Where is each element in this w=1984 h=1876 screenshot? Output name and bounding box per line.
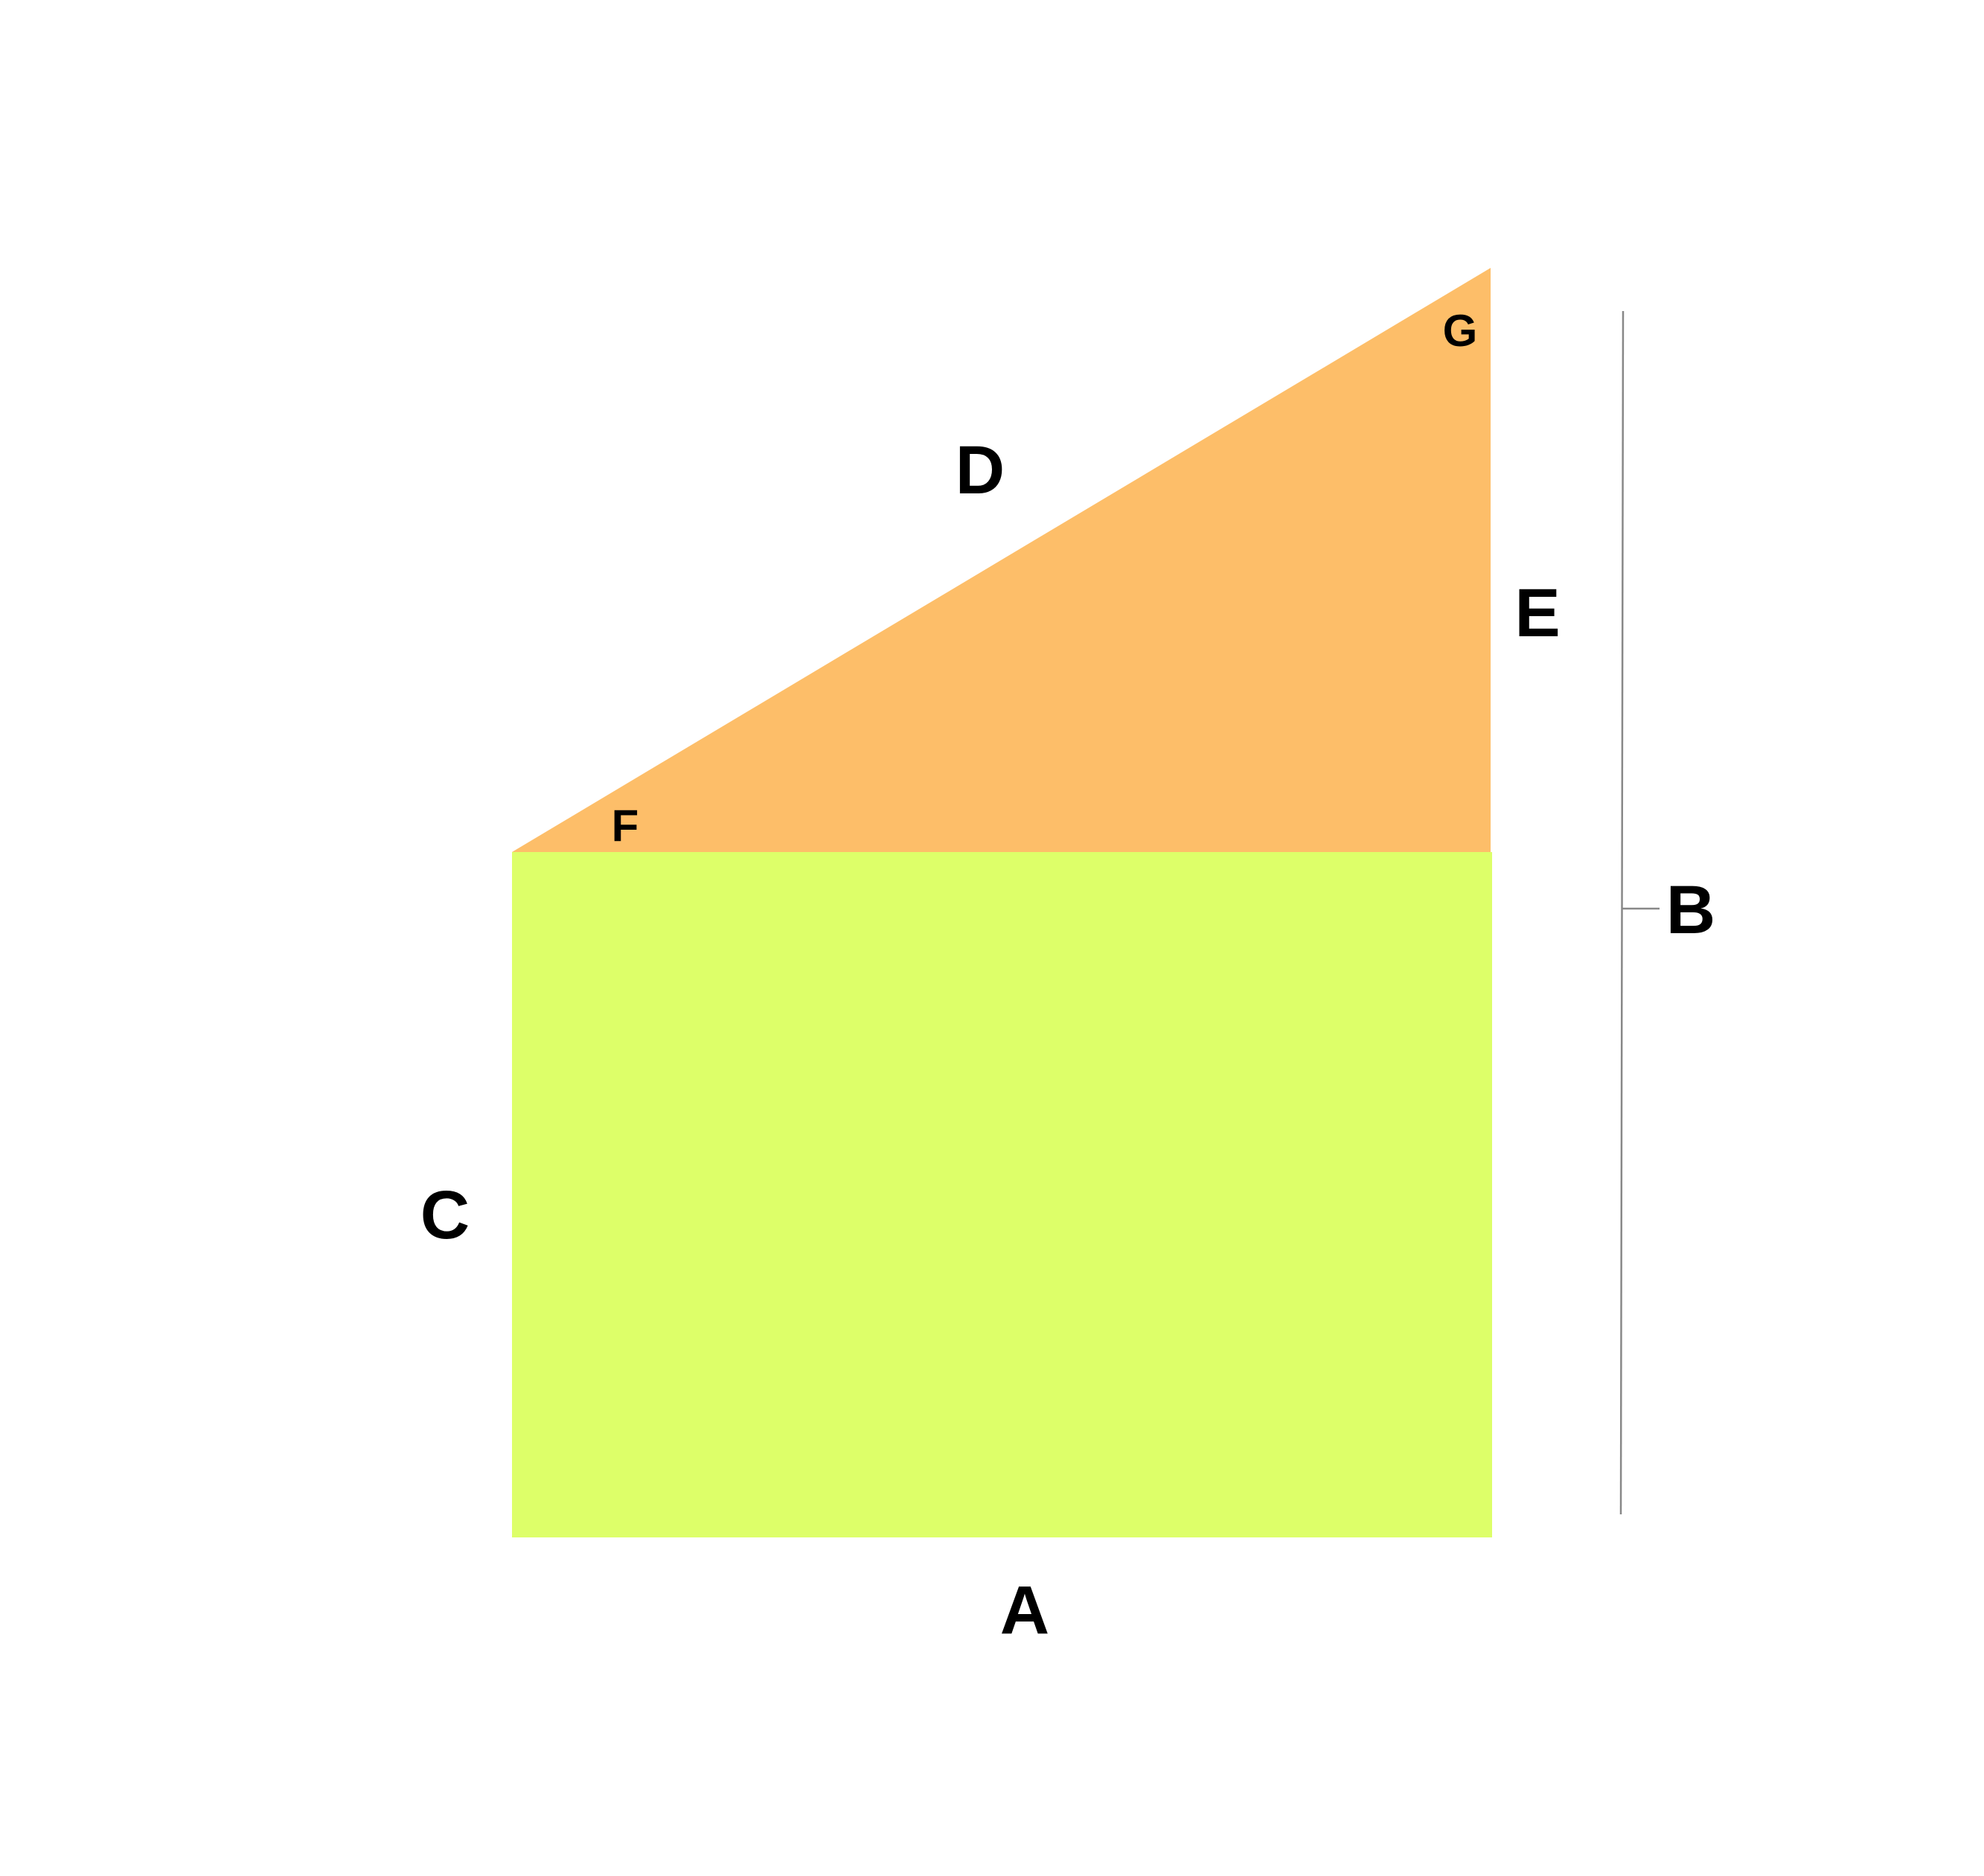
label-e: E: [1514, 575, 1560, 651]
triangle-shape: [512, 268, 1491, 852]
dimension-line-b: [1619, 310, 1625, 1515]
label-b: B: [1666, 872, 1715, 948]
label-c: C: [420, 1177, 470, 1253]
label-d: D: [956, 432, 1005, 508]
label-f: F: [612, 801, 639, 851]
label-g: G: [1443, 306, 1478, 356]
rectangle-shape: [512, 852, 1492, 1537]
label-a: A: [1000, 1572, 1049, 1648]
